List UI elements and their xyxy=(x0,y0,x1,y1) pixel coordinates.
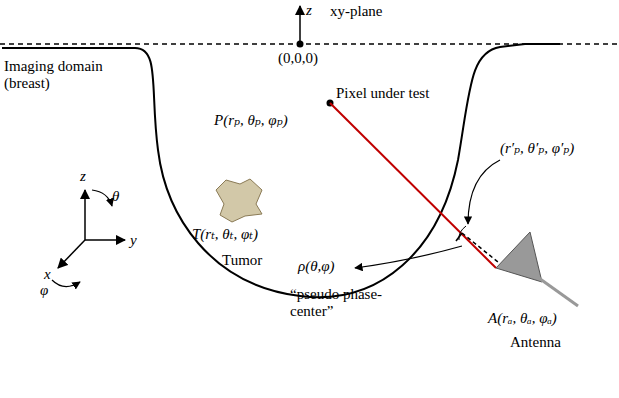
ray-line xyxy=(330,103,496,268)
antenna-label: Antenna xyxy=(510,334,561,351)
antenna-symbol xyxy=(496,232,542,282)
phi-arrow xyxy=(52,280,80,287)
x-axis xyxy=(58,240,85,268)
annotation-label: “pseudo phase-center” xyxy=(290,286,390,321)
origin-dot xyxy=(297,41,304,48)
pixel-label: Pixel under test xyxy=(336,85,429,102)
tumor-shape xyxy=(216,179,262,222)
leader-arrow xyxy=(355,246,462,268)
axis-label: z xyxy=(306,2,312,19)
theta-arrow xyxy=(92,190,112,206)
z-axis xyxy=(84,190,86,240)
coordinate-label: T(rₜ, θₜ, φₜ) xyxy=(192,226,258,243)
y-axis xyxy=(85,239,125,241)
leader-arrow xyxy=(468,160,500,224)
region-label: Imaging domain (breast) xyxy=(4,58,124,93)
function-label: ρ(θ,φ) xyxy=(298,258,335,275)
z-axis-arrow xyxy=(299,6,301,44)
coordinate-label: (r′ₚ, θ′ₚ, φ′ₚ) xyxy=(500,140,574,157)
coordinate-label: A(rₐ, θₐ, φₐ) xyxy=(488,310,557,327)
axis-label: φ xyxy=(40,282,48,299)
tumor-label: Tumor xyxy=(222,252,262,269)
axis-label: y xyxy=(130,232,137,249)
axis-label: z xyxy=(80,168,86,185)
breast-outline xyxy=(2,44,560,297)
coordinate-label: P(rₚ, θₚ, φₚ) xyxy=(214,112,288,129)
origin-label: (0,0,0) xyxy=(278,50,318,67)
boresight-line xyxy=(462,233,498,262)
plane-label: xy-plane xyxy=(330,3,382,20)
axis-label: x xyxy=(44,266,51,283)
antenna-feed xyxy=(536,276,578,306)
axis-label: θ xyxy=(112,188,119,205)
angle-arc xyxy=(459,226,466,240)
